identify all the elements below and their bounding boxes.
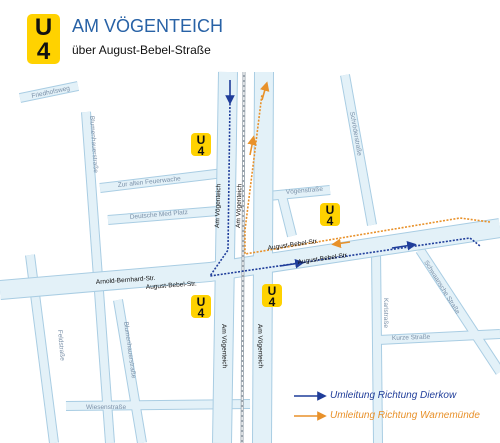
main-streets <box>0 71 500 443</box>
street-label-wiesenstrasse: Wiesenstraße <box>86 404 126 411</box>
page-title: AM VÖGENTEICH <box>72 16 224 36</box>
street-label-voegenstrasse: Vögenstraße <box>286 186 324 196</box>
street-label-karlstrasse: Karlstraße <box>382 298 389 328</box>
legend-warnemuende: Umleitung Richtung Warnemünde <box>330 410 480 421</box>
street-label-arnold-bernhard-str: Arnold-Bernhard-Str. <box>96 275 156 286</box>
street-label-am-voegenteich-4: Am Vögenteich <box>256 324 264 369</box>
street-label-am-voegenteich-1: Am Vögenteich <box>214 183 223 228</box>
street-label-schwaansche-strasse: Schwaansche Straße <box>422 259 461 315</box>
page-subtitle: über August-Bebel-Straße <box>72 43 211 57</box>
street-label-am-voegenteich-2: Am Vögenteich <box>235 183 244 228</box>
legend-arrows <box>294 391 327 421</box>
street-label-august-bebel-str-3: August-Bebel-Str. <box>146 280 198 291</box>
legend-dierkow: Umleitung Richtung Dierkow <box>330 390 457 401</box>
street-label-feldstrasse: Feldstraße <box>56 330 66 362</box>
street-label-kurze-strasse: Kurze Straße <box>392 334 431 342</box>
detour-dierkow-route <box>208 80 481 278</box>
street-labels: Friedhofsweg Blumenhauerstraße Zur alten… <box>31 85 461 411</box>
side-streets <box>18 74 500 443</box>
street-label-am-voegenteich-3: Am Vögenteich <box>220 324 228 369</box>
line-u4-badge: U 4 <box>27 14 60 64</box>
detour-warnemuende-route <box>244 81 491 255</box>
street-label-blumenhauerstrasse-north: Blumenhauerstraße <box>88 116 99 174</box>
